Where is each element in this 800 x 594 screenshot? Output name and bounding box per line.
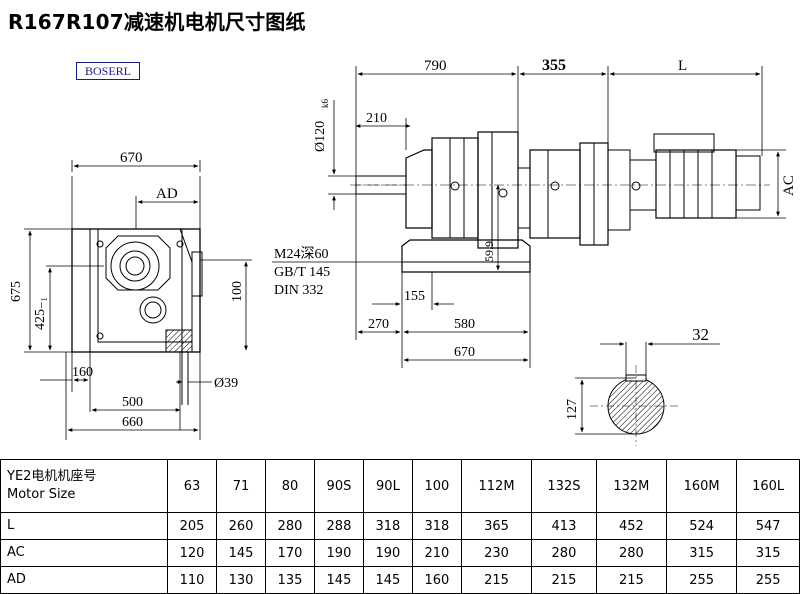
dim-790: 790	[424, 58, 447, 74]
motor-size-table: YE2电机机座号 Motor Size 63 71 80 90S 90L 100…	[0, 459, 800, 594]
dim-39: Ø39	[214, 376, 238, 391]
dim-59-9: 59.9	[482, 241, 496, 262]
size-cell: 90S	[313, 459, 364, 513]
dim-155: 155	[404, 289, 425, 304]
dim-l: L	[678, 58, 687, 74]
dim-670-top: 670	[120, 150, 143, 166]
front-dimensions	[24, 160, 252, 440]
dim-580: 580	[454, 317, 475, 332]
value-cell: 280	[531, 539, 597, 567]
dim-100: 100	[230, 281, 245, 302]
dim-660: 660	[122, 415, 143, 430]
value-cell: 190	[362, 539, 413, 567]
value-cell: 210	[411, 539, 462, 567]
size-cell: 80	[264, 459, 315, 513]
side-dimensions	[272, 66, 786, 368]
value-cell: 315	[736, 539, 800, 567]
dimension-drawing: 670 AD 675 425₋₁ 100 160 Ø39 500 660 790…	[9, 57, 797, 446]
dim-210: 210	[366, 111, 387, 126]
size-cell: 90L	[362, 459, 413, 513]
value-cell: 145	[215, 539, 266, 567]
size-cell: 132S	[531, 459, 597, 513]
dim-127: 127	[565, 399, 580, 420]
size-cell: 112M	[460, 459, 533, 513]
size-cell: 63	[167, 459, 217, 513]
dim-ad: AD	[156, 186, 178, 202]
value-cell: 365	[460, 512, 533, 540]
table-header-row: YE2电机机座号 Motor Size 63 71 80 90S 90L 100…	[0, 459, 800, 513]
size-cell: 132M	[595, 459, 668, 513]
value-cell: 452	[595, 512, 668, 540]
dim-270: 270	[368, 317, 389, 332]
note-standard-gb: GB/T 145	[274, 265, 330, 280]
value-cell: 205	[167, 512, 217, 540]
value-cell: 230	[460, 539, 533, 567]
size-cell: 160L	[736, 459, 800, 513]
value-cell: 190	[313, 539, 364, 567]
value-cell: 315	[665, 539, 738, 567]
value-cell: 318	[411, 512, 462, 540]
value-cell: 280	[264, 512, 315, 540]
value-cell: 524	[665, 512, 738, 540]
dim-500: 500	[122, 395, 143, 410]
header-line-en: Motor Size	[7, 487, 76, 502]
size-cell: 160M	[665, 459, 738, 513]
value-cell: 260	[215, 512, 266, 540]
front-view	[71, 228, 203, 405]
value-cell: 318	[362, 512, 413, 540]
table-row-ac: AC 120 145 170 190 190 210 230 280 280 3…	[0, 539, 800, 567]
table-header-label: YE2电机机座号 Motor Size	[0, 459, 168, 513]
note-standard-din: DIN 332	[274, 283, 323, 298]
row-label: L	[0, 512, 168, 540]
dim-160: 160	[72, 365, 93, 380]
value-cell: 170	[264, 539, 315, 567]
dim-670-bottom: 670	[454, 345, 475, 360]
value-cell: 120	[167, 539, 217, 567]
shaft-section	[575, 342, 720, 446]
row-label: AC	[0, 539, 168, 567]
dim-355: 355	[542, 57, 566, 74]
dim-425: 425₋₁	[33, 297, 48, 330]
side-view	[350, 131, 770, 273]
table-row-l: L 205 260 280 288 318 318 365 413 452 52…	[0, 512, 800, 540]
size-cell: 100	[411, 459, 462, 513]
header-line-cn: YE2电机机座号	[7, 469, 97, 484]
page-title: R167R107减速机电机尺寸图纸	[8, 10, 306, 34]
size-cell: 71	[215, 459, 266, 513]
dim-675: 675	[9, 281, 24, 302]
value-cell: 547	[736, 512, 800, 540]
dim-120-tolerance: k6	[320, 99, 330, 109]
value-cell: 288	[313, 512, 364, 540]
brand-logo: BOSERL	[76, 62, 140, 80]
value-cell: 413	[531, 512, 597, 540]
value-cell: 280	[595, 539, 668, 567]
dim-120: Ø120	[313, 121, 328, 152]
dim-32: 32	[692, 325, 709, 344]
note-center-hole: M24深60	[274, 246, 328, 262]
dim-ac: AC	[781, 175, 797, 196]
